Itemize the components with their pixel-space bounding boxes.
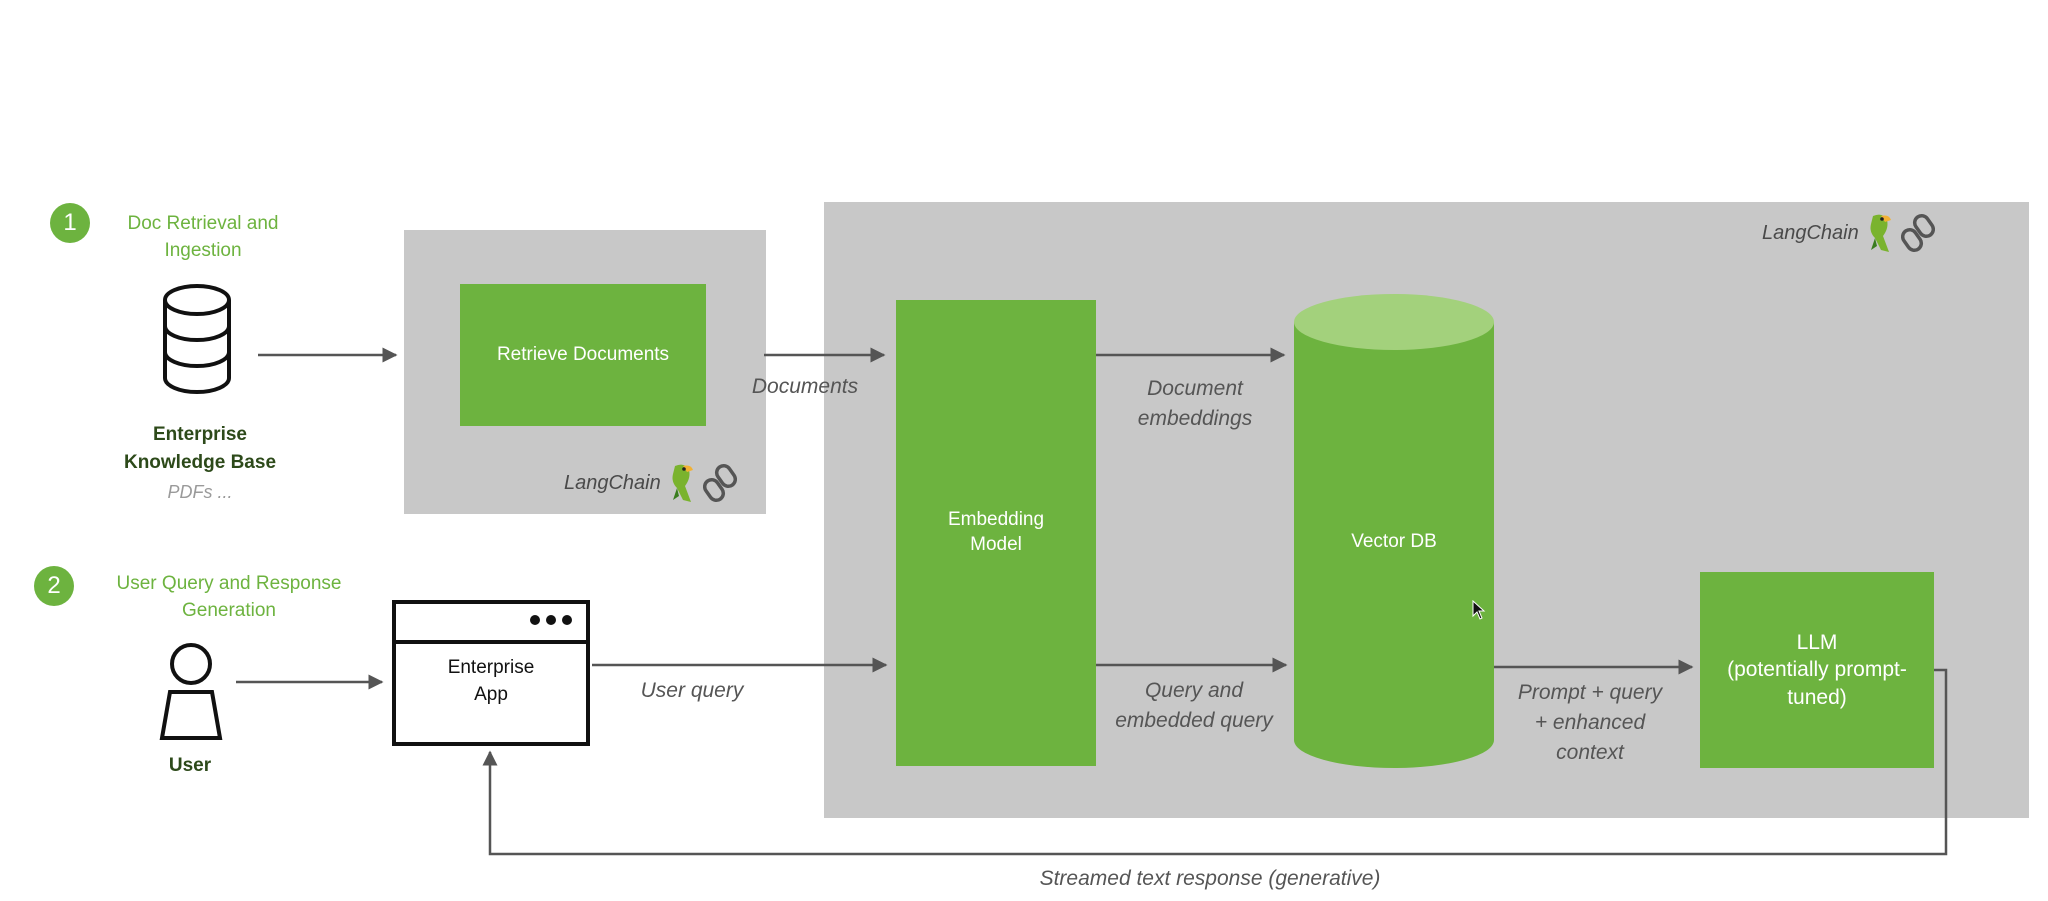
label-documents: Documents: [751, 375, 859, 398]
langchain-text: LangChain: [1762, 221, 1859, 244]
langchain-brand-main: LangChain: [1762, 210, 1935, 256]
vector-db-cylinder: [1294, 294, 1494, 768]
retrieve-documents-box: Retrieve Documents: [460, 284, 706, 426]
langchain-brand-retrieval: LangChain: [564, 460, 737, 506]
step-1-badge: 1: [50, 203, 90, 243]
database-icon: [163, 284, 231, 394]
mouse-cursor-icon: [1472, 600, 1486, 620]
embedding-model-box: Embedding Model: [896, 300, 1096, 766]
user-icon: [159, 643, 223, 740]
arrow-llm-response-to-app: [482, 668, 1948, 856]
enterprise-app-window: Enterprise App: [392, 600, 590, 746]
llm-box: LLM (potentially prompt- tuned): [1700, 572, 1934, 768]
label-document-embeddings: Document embeddings: [1137, 377, 1253, 430]
step-2-title: User Query and Response Generation: [116, 573, 342, 621]
user-label: User: [168, 755, 212, 776]
chain-link-icon: [702, 463, 737, 503]
enterprise-app-label: Enterprise App: [447, 657, 535, 705]
knowledge-base-label: Enterprise Knowledge Base: [123, 424, 277, 473]
label-query-embedded: Query and embedded query: [1115, 679, 1273, 732]
vector-db-label: Vector DB: [1351, 530, 1437, 552]
knowledge-base-sublabel: PDFs ...: [167, 482, 233, 502]
label-streamed-response: Streamed text response (generative): [1039, 867, 1381, 890]
step-1-title: Doc Retrieval and Ingestion: [127, 213, 279, 261]
chain-link-icon: [1900, 213, 1935, 253]
label-prompt-context: Prompt + query + enhanced context: [1517, 681, 1663, 764]
parrot-icon: [672, 464, 693, 502]
app-title-bar: [396, 604, 586, 644]
window-dots-icon: [530, 615, 572, 625]
step-2-badge: 2: [34, 566, 74, 606]
langchain-text: LangChain: [564, 471, 661, 494]
label-user-query: User query: [640, 679, 744, 702]
parrot-icon: [1870, 214, 1891, 252]
